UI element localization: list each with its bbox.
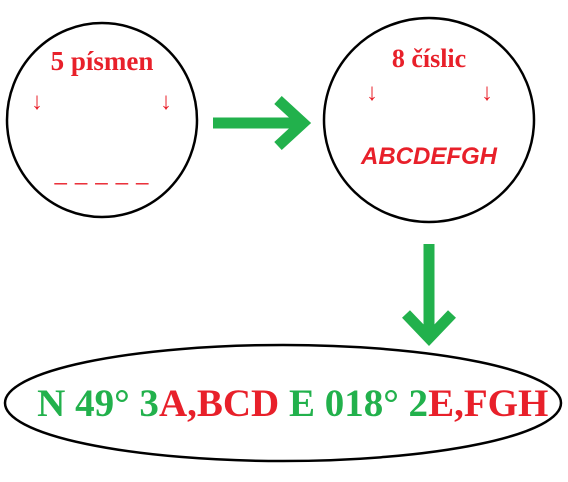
right-circle	[322, 16, 536, 224]
left-circle	[5, 21, 199, 219]
result-group: N 49° 3A,BCD E 018° 2E,FGH	[0, 343, 568, 463]
arrow-right-icon	[213, 95, 312, 151]
right-arrow-down-icon-2: ↓	[481, 79, 493, 106]
result-segment-4: E,FGH	[428, 382, 548, 425]
right-circle-title: 8 číslic	[392, 44, 466, 73]
result-segment-1: N 49° 3	[37, 382, 159, 425]
result-segment-2: A,BCD	[159, 382, 279, 425]
result-ellipse	[3, 343, 563, 463]
right-arrow-down-icon-1: ↓	[366, 79, 378, 106]
left-arrow-down-icon-1: ↓	[31, 88, 43, 115]
result-formula: N 49° 3A,BCD E 018° 2E,FGH	[0, 382, 568, 425]
right-circle-group: 8 číslic ↓ ↓ ABCDEFGH	[322, 16, 536, 224]
left-circle-blanks: _ _ _ _ _	[54, 160, 150, 185]
arrow-down-icon	[402, 244, 456, 346]
right-circle-letters: ABCDEFGH	[360, 143, 498, 170]
left-circle-title: 5 písmen	[51, 46, 154, 76]
left-arrow-down-icon-2: ↓	[160, 88, 172, 115]
left-circle-group: 5 písmen ↓ ↓ _ _ _ _ _	[5, 21, 199, 219]
result-segment-3: E 018° 2	[279, 382, 428, 425]
